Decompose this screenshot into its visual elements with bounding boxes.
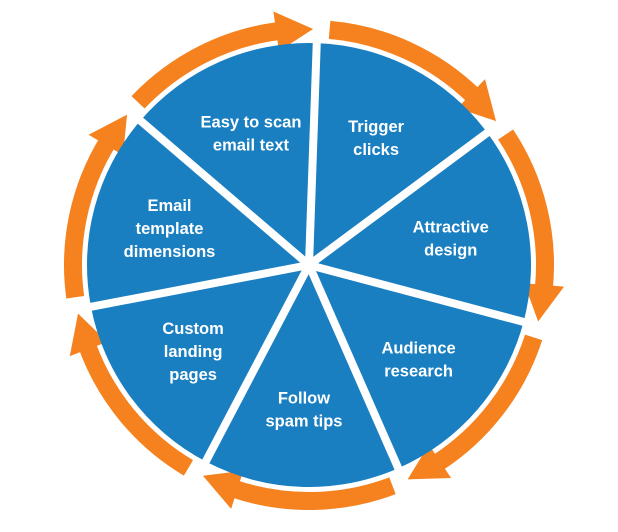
segment-label-line: Attractive — [413, 218, 489, 236]
segment-label-line: template — [136, 220, 204, 238]
segment-email-template-dimensions — [87, 120, 310, 307]
segment-label-line: clicks — [353, 141, 399, 159]
segment-divider — [305, 19, 322, 266]
segment-label: Audience research — [381, 339, 455, 380]
segment-trigger-clicks — [309, 43, 488, 265]
segment-audience-research — [309, 265, 524, 469]
segment-divider — [306, 115, 509, 269]
segment-divider — [305, 263, 412, 492]
segment-label-line: Audience — [381, 339, 455, 357]
segment-divider — [307, 261, 548, 332]
cycle-arrow-6 — [64, 114, 128, 299]
cycle-arrow-7 — [131, 11, 314, 109]
cycle-arrow-4 — [202, 470, 396, 510]
segment-label: Custom landing pages — [162, 320, 223, 384]
segment-label: Follow spam tips — [265, 390, 342, 431]
segment-label-line: research — [384, 362, 453, 380]
segment-easy-to-scan-email-text — [140, 43, 317, 265]
segment-label-line: Custom — [162, 320, 223, 338]
segment-label-line: Trigger — [348, 118, 405, 136]
segment-label-line: Follow — [278, 390, 330, 408]
segment-label: Trigger clicks — [348, 118, 405, 159]
segment-label-line: Easy to scan — [201, 113, 302, 131]
cycle-arrows — [64, 11, 565, 510]
segment-dividers — [66, 19, 548, 492]
cycle-arrow-3 — [407, 334, 543, 480]
segment-label-line: spam tips — [265, 413, 342, 431]
segment-label-line: landing — [164, 343, 223, 361]
segment-label-line: dimensions — [124, 243, 216, 261]
segment-custom-landing-pages — [90, 265, 310, 462]
cycle-segments — [87, 43, 531, 487]
segment-label: Easy to scan email text — [201, 113, 302, 154]
cycle-arrow-5 — [69, 313, 194, 476]
segment-label: Attractive design — [413, 218, 489, 259]
segment-attractive-design — [309, 132, 531, 322]
segment-label: Email template dimensions — [124, 197, 216, 261]
segment-label-line: Email — [148, 197, 192, 215]
segment-label-line: design — [424, 241, 477, 259]
segment-divider — [119, 101, 312, 269]
segment-label-line: pages — [169, 366, 217, 384]
segment-follow-spam-tips — [205, 265, 399, 487]
segment-divider — [191, 263, 313, 485]
segment-divider — [66, 261, 310, 316]
segment-label-line: email text — [213, 136, 290, 154]
cycle-arrow-2 — [498, 129, 565, 322]
